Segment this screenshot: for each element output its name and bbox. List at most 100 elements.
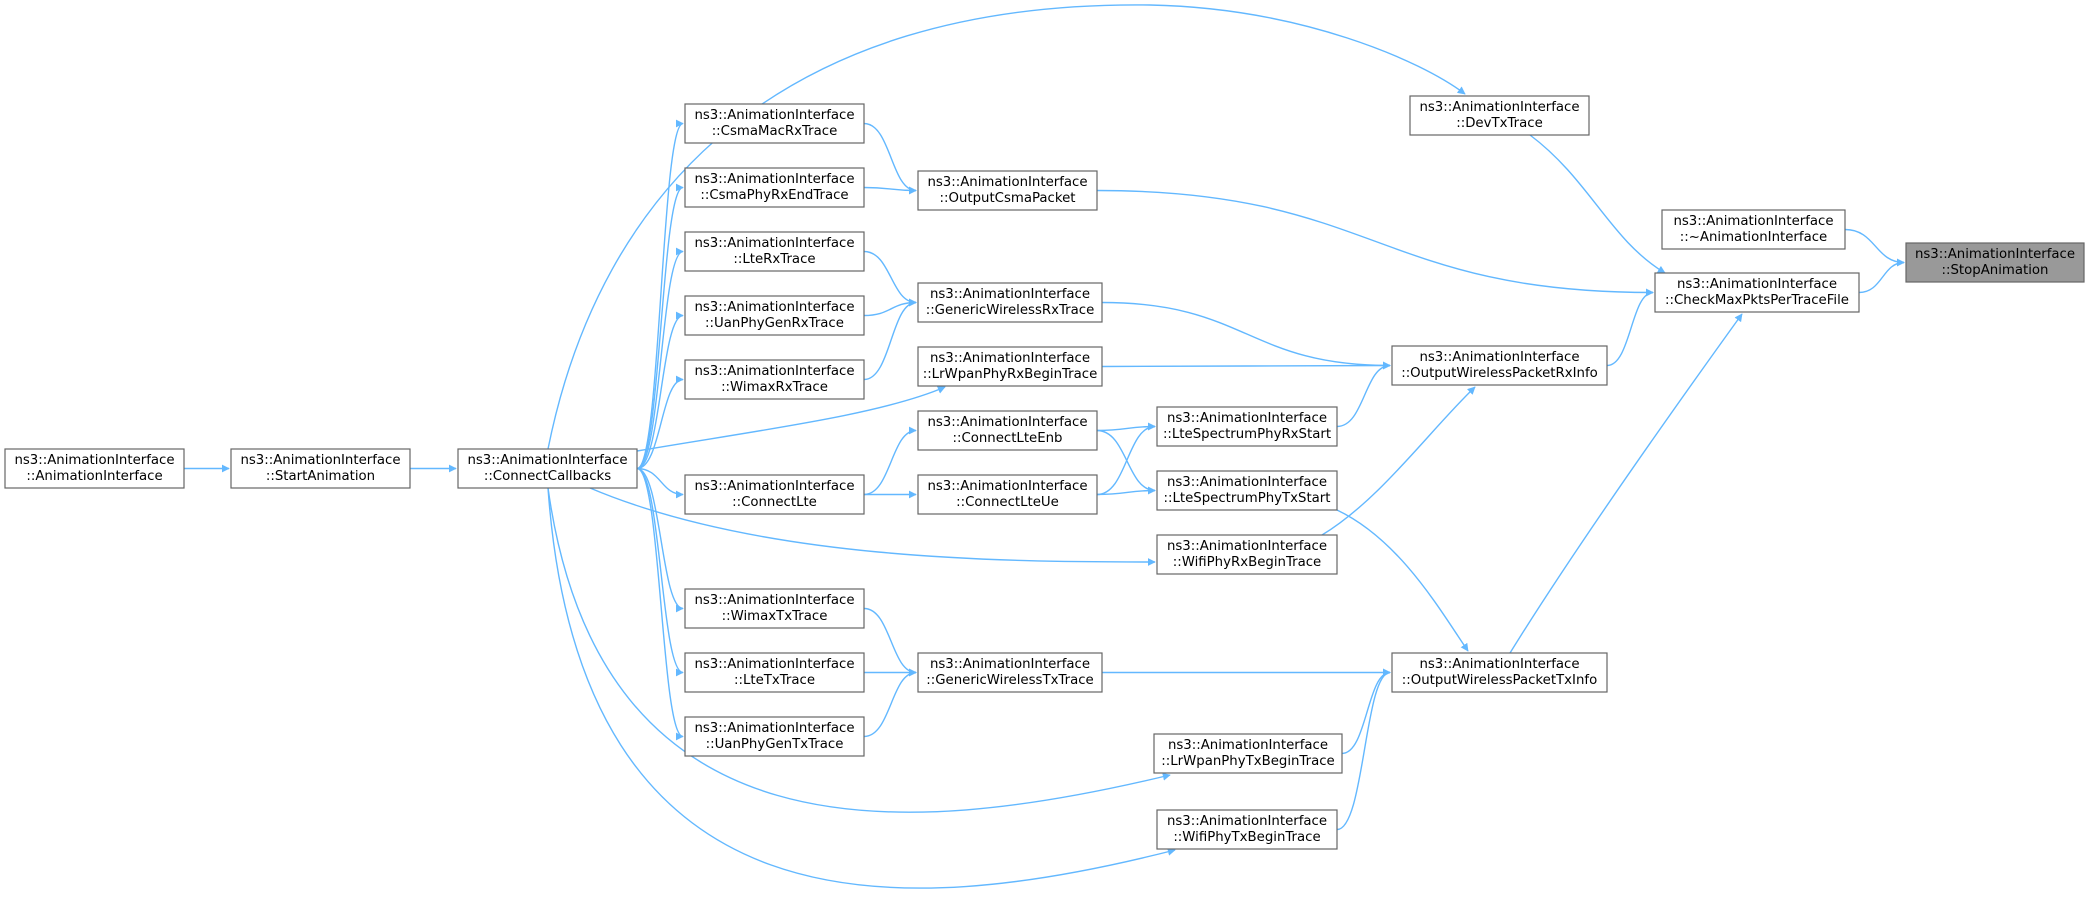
- node-box: [457, 448, 638, 489]
- node-label-namespace: ns3::AnimationInterface: [694, 593, 854, 608]
- node-label-function: ::WimaxRxTrace: [721, 380, 828, 395]
- edge-outputwirelesstx-to-checkmaxpkts: [1509, 313, 1743, 654]
- node-label-function: ::AnimationInterface: [26, 469, 162, 484]
- node-label-namespace: ns3::AnimationInterface: [927, 175, 1087, 190]
- node-label-namespace: ns3::AnimationInterface: [1677, 277, 1837, 292]
- edge-outputcsma-to-checkmaxpkts: [1096, 189, 1654, 297]
- node-label-function: ::CheckMaxPktsPerTraceFile: [1665, 293, 1849, 308]
- node-wifirx[interactable]: ns3::AnimationInterface::WifiPhyRxBeginT…: [1156, 534, 1338, 575]
- node-wifitx[interactable]: ns3::AnimationInterface::WifiPhyTxBeginT…: [1156, 809, 1338, 850]
- edge-csmamacrx-to-outputcsma: [863, 122, 917, 195]
- node-label-function: ::LrWpanPhyTxBeginTrace: [1161, 754, 1334, 769]
- node-label-function: ::WimaxTxTrace: [722, 609, 828, 624]
- node-box: [1156, 470, 1338, 511]
- node-label-namespace: ns3::AnimationInterface: [930, 287, 1090, 302]
- node-label-namespace: ns3::AnimationInterface: [694, 479, 854, 494]
- edge-connectcallbacks-to-csmaphyrxend: [636, 183, 684, 470]
- node-box: [684, 103, 865, 144]
- node-wimaxtx[interactable]: ns3::AnimationInterface::WimaxTxTrace: [684, 588, 865, 629]
- node-box: [1153, 733, 1343, 774]
- node-stopanimation[interactable]: ns3::AnimationInterface::StopAnimation: [1905, 242, 2085, 283]
- node-uanrx[interactable]: ns3::AnimationInterface::UanPhyGenRxTrac…: [684, 295, 865, 336]
- node-box: [230, 448, 411, 489]
- node-label-function: ::ConnectLte: [732, 495, 817, 510]
- node-box: [917, 410, 1098, 451]
- node-csmaphyrxend[interactable]: ns3::AnimationInterface::CsmaPhyRxEndTra…: [684, 167, 865, 208]
- node-label-namespace: ns3::AnimationInterface: [927, 415, 1087, 430]
- node-label-namespace: ns3::AnimationInterface: [1915, 247, 2075, 262]
- edge-lterx-to-genericrx: [863, 250, 917, 307]
- node-ltespectx[interactable]: ns3::AnimationInterface::LteSpectrumPhyT…: [1156, 470, 1338, 511]
- edge-connectlteue-to-ltespectx: [1096, 486, 1156, 496]
- node-label-function: ::WifiPhyTxBeginTrace: [1173, 830, 1320, 845]
- node-label-function: ::UanPhyGenTxTrace: [706, 737, 844, 752]
- edge-connectcallbacks-to-devtxtrace: [547, 4, 1466, 450]
- node-label-namespace: ns3::AnimationInterface: [1168, 738, 1328, 753]
- edge-wimaxrx-to-genericrx: [863, 298, 917, 381]
- node-box: [917, 474, 1098, 515]
- node-label-namespace: ns3::AnimationInterface: [694, 721, 854, 736]
- node-lterx[interactable]: ns3::AnimationInterface::LteRxTrace: [684, 231, 865, 272]
- node-label-function: ::ConnectCallbacks: [484, 469, 611, 484]
- node-box: [917, 282, 1103, 323]
- node-label-namespace: ns3::AnimationInterface: [1167, 539, 1327, 554]
- node-connectlteenb[interactable]: ns3::AnimationInterface::ConnectLteEnb: [917, 410, 1098, 451]
- node-label-namespace: ns3::AnimationInterface: [930, 351, 1090, 366]
- node-lrwpanrx[interactable]: ns3::AnimationInterface::LrWpanPhyRxBegi…: [917, 346, 1103, 387]
- edge-connectcallbacks-to-uantx: [636, 467, 684, 741]
- node-connectlteue[interactable]: ns3::AnimationInterface::ConnectLteUe: [917, 474, 1098, 515]
- edge-wimaxtx-to-generictx: [863, 607, 917, 677]
- node-label-function: ::~AnimationInterface: [1680, 230, 1827, 245]
- node-checkmaxpkts[interactable]: ns3::AnimationInterface::CheckMaxPktsPer…: [1654, 272, 1860, 313]
- node-label-function: ::CsmaMacRxTrace: [712, 124, 838, 139]
- node-outputwirelesstx[interactable]: ns3::AnimationInterface::OutputWirelessP…: [1391, 652, 1608, 693]
- node-label-function: ::OutputWirelessPacketRxInfo: [1401, 366, 1598, 381]
- node-box: [684, 359, 865, 400]
- node-box: [1661, 209, 1846, 250]
- node-box: [1391, 652, 1608, 693]
- node-label-namespace: ns3::AnimationInterface: [694, 108, 854, 123]
- node-label-function: ::StopAnimation: [1942, 263, 2049, 278]
- node-outputwirelessrx[interactable]: ns3::AnimationInterface::OutputWirelessP…: [1391, 345, 1608, 386]
- node-box: [917, 652, 1103, 693]
- node-generictx[interactable]: ns3::AnimationInterface::GenericWireless…: [917, 652, 1103, 693]
- node-label-namespace: ns3::AnimationInterface: [694, 364, 854, 379]
- node-label-function: ::OutputCsmaPacket: [940, 191, 1076, 206]
- node-label-function: ::ConnectLteUe: [956, 495, 1059, 510]
- node-startanimation[interactable]: ns3::AnimationInterface::StartAnimation: [230, 448, 411, 489]
- node-lrwpantx[interactable]: ns3::AnimationInterface::LrWpanPhyTxBegi…: [1153, 733, 1343, 774]
- node-devtxtrace[interactable]: ns3::AnimationInterface::DevTxTrace: [1409, 95, 1590, 136]
- node-outputcsma[interactable]: ns3::AnimationInterface::OutputCsmaPacke…: [917, 170, 1098, 211]
- node-connectcallbacks[interactable]: ns3::AnimationInterface::ConnectCallback…: [457, 448, 638, 489]
- node-csmamacrx[interactable]: ns3::AnimationInterface::CsmaMacRxTrace: [684, 103, 865, 144]
- node-uantx[interactable]: ns3::AnimationInterface::UanPhyGenTxTrac…: [684, 716, 865, 757]
- node-label-function: ::StartAnimation: [266, 469, 375, 484]
- node-destructor[interactable]: ns3::AnimationInterface::~AnimationInter…: [1661, 209, 1846, 250]
- node-box: [4, 448, 185, 489]
- node-label-function: ::OutputWirelessPacketTxInfo: [1402, 673, 1597, 688]
- node-label-namespace: ns3::AnimationInterface: [14, 453, 174, 468]
- node-wimaxrx[interactable]: ns3::AnimationInterface::WimaxRxTrace: [684, 359, 865, 400]
- node-label-namespace: ns3::AnimationInterface: [1673, 214, 1833, 229]
- edge-outputwirelessrx-to-checkmaxpkts: [1606, 288, 1654, 367]
- edge-wifirx-to-outputwirelessrx: [1321, 386, 1476, 536]
- node-ltespecrx[interactable]: ns3::AnimationInterface::LteSpectrumPhyR…: [1156, 406, 1338, 447]
- node-constructor[interactable]: ns3::AnimationInterface::AnimationInterf…: [4, 448, 185, 489]
- node-label-namespace: ns3::AnimationInterface: [240, 453, 400, 468]
- edge-connectcallbacks-to-lrwpantx: [547, 487, 1171, 813]
- edge-connectlteue-to-ltespecrx: [1096, 422, 1156, 496]
- node-label-namespace: ns3::AnimationInterface: [694, 657, 854, 672]
- node-label-function: ::GenericWirelessTxTrace: [926, 673, 1093, 688]
- call-edges: [184, 4, 1905, 889]
- edge-csmaphyrxend-to-outputcsma: [863, 186, 917, 195]
- edge-genericrx-to-outputwirelessrx: [1101, 301, 1391, 370]
- node-label-namespace: ns3::AnimationInterface: [1167, 475, 1327, 490]
- node-box: [1905, 242, 2085, 283]
- node-connectlte[interactable]: ns3::AnimationInterface::ConnectLte: [684, 474, 865, 515]
- edge-connectcallbacks-to-csmamacrx: [636, 119, 684, 470]
- node-label-function: ::DevTxTrace: [1456, 116, 1543, 131]
- node-box: [917, 170, 1098, 211]
- node-ltetx[interactable]: ns3::AnimationInterface::LteTxTrace: [684, 652, 865, 693]
- node-genericrx[interactable]: ns3::AnimationInterface::GenericWireless…: [917, 282, 1103, 323]
